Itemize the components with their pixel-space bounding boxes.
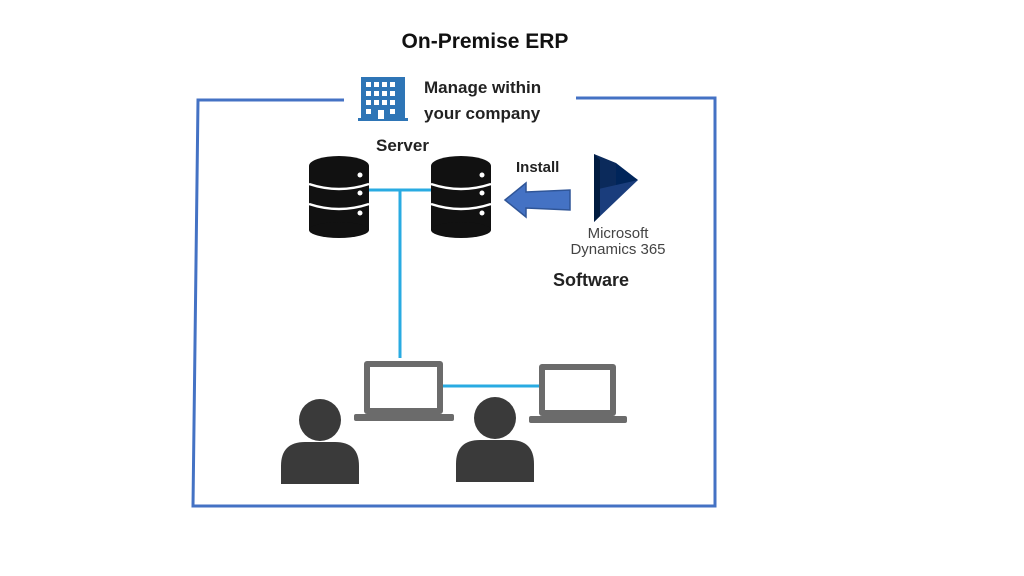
building-icon xyxy=(358,77,408,121)
software-label: Software xyxy=(553,270,630,290)
manage-label-line2: your company xyxy=(424,104,541,123)
dynamics-line: Dynamics 365 xyxy=(570,241,666,258)
laptop-icon xyxy=(529,364,627,423)
network-lines xyxy=(368,188,540,388)
manage-label-line1: Manage within xyxy=(424,78,542,97)
arrow-left-icon xyxy=(503,181,571,219)
company-boundary xyxy=(191,96,717,508)
server-label: Server xyxy=(376,136,429,155)
user-icon xyxy=(456,397,534,482)
database-server-icon xyxy=(308,156,370,238)
manage-label: Manage within your company xyxy=(424,75,541,127)
microsoft-line: Microsoft xyxy=(587,225,649,242)
laptop-icon xyxy=(354,361,454,421)
dynamics-logo-icon xyxy=(594,154,638,222)
diagram-title: On-Premise ERP xyxy=(401,30,569,53)
install-label: Install xyxy=(516,159,560,176)
database-server-icon xyxy=(430,156,492,238)
microsoft-dynamics-label: Microsoft Dynamics 365 xyxy=(563,226,673,258)
user-icon xyxy=(281,399,359,484)
